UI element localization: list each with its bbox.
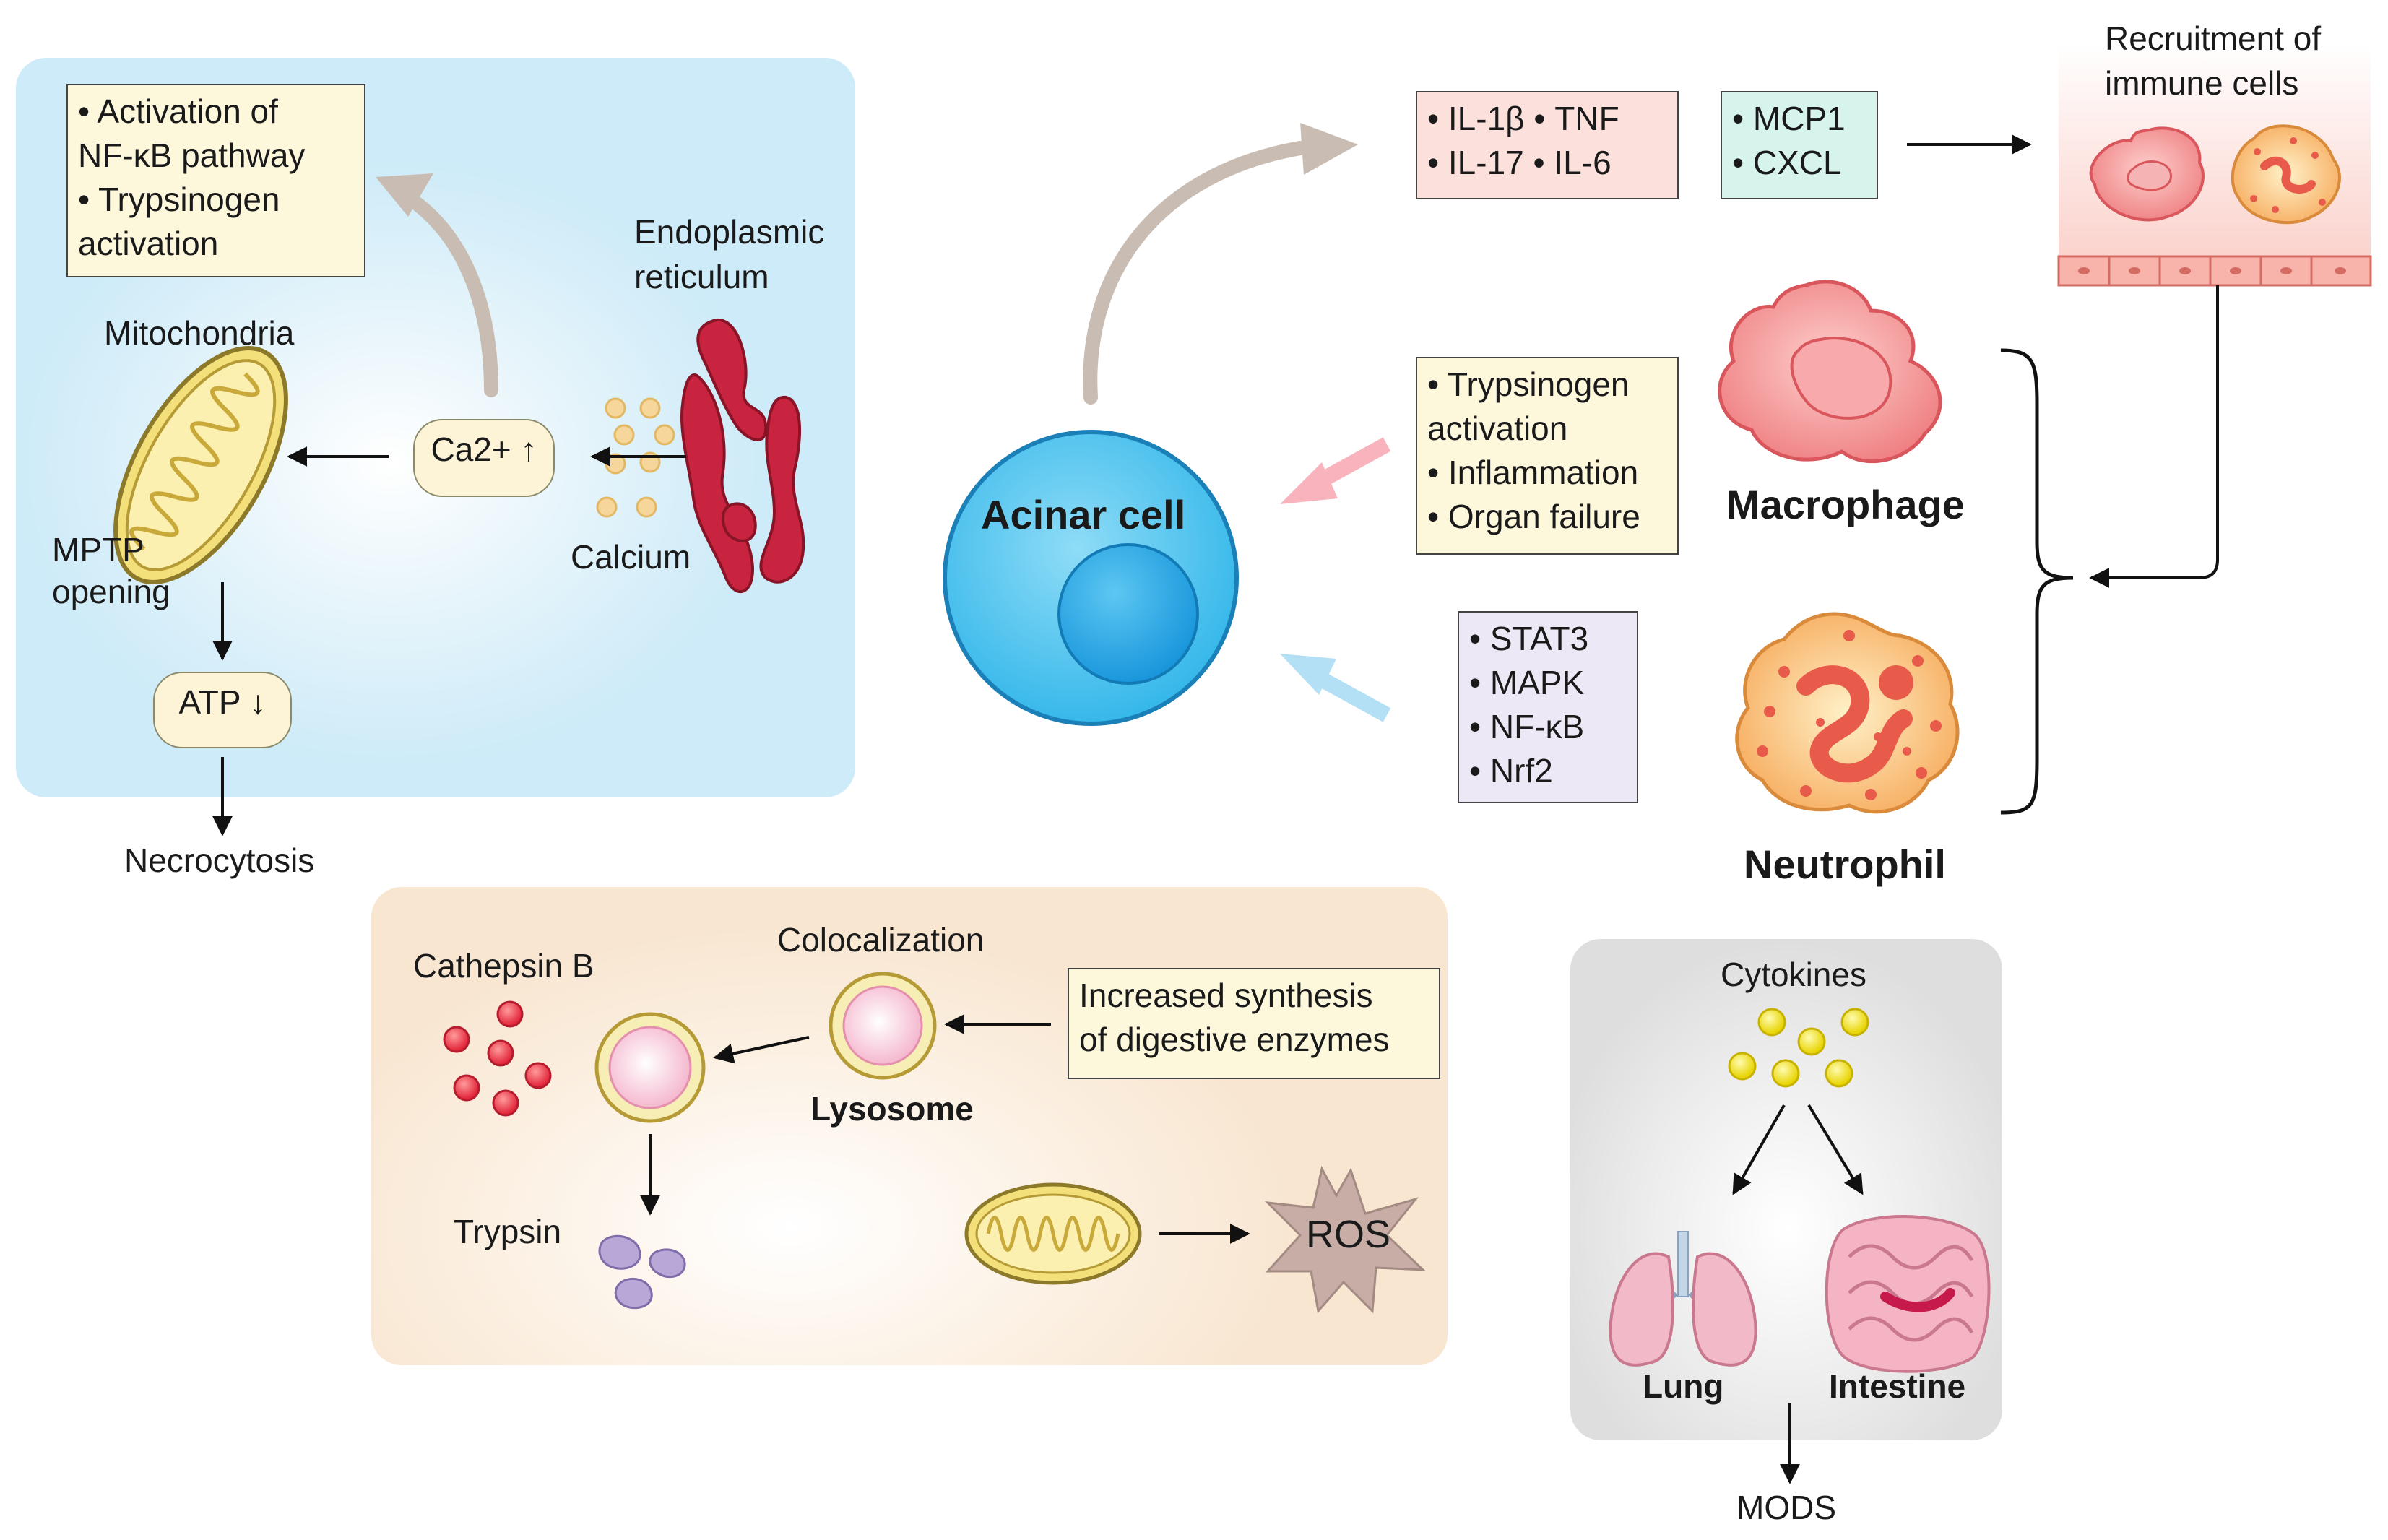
activation-box-line: • Activation of	[78, 92, 278, 130]
mitochondria-small-icon	[964, 1182, 1142, 1285]
ca-to-activation-arrow	[376, 173, 498, 397]
colocalization-label: Colocalization	[777, 921, 985, 959]
chemokine-box: • MCP1 • CXCL	[1721, 91, 1878, 199]
calcium-dots-icon	[596, 397, 675, 518]
lysosome-panel-arrows	[640, 1014, 1250, 1244]
ros-label: ROS	[1306, 1213, 1391, 1256]
macrophage-effect-line: • Inflammation	[1427, 454, 1639, 491]
neutrophil-effect-arrow	[1280, 654, 1391, 722]
er-panel-arrows	[212, 446, 686, 836]
acinar-cell-label: Acinar cell	[981, 492, 1186, 537]
intestine-label: Intestine	[1829, 1367, 1966, 1405]
neutrophil-pathway-box: • STAT3 • MAPK • NF-κB • Nrf2	[1458, 611, 1638, 803]
recruitment-to-brace-arrow	[2089, 285, 2219, 588]
lung-label: Lung	[1643, 1367, 1724, 1405]
cytokine-dots-icon	[1728, 1008, 1869, 1088]
neutrophil-icon	[1735, 612, 1960, 814]
lung-icon	[1609, 1231, 1757, 1367]
recruitment-tissue-icon	[2057, 43, 2372, 287]
cytokine-box-line: • IL-1β • TNF	[1427, 100, 1619, 137]
chemokine-box-line: • CXCL	[1732, 144, 1842, 181]
mods-label: MODS	[1736, 1489, 1836, 1526]
mitochondria-icon	[113, 346, 288, 584]
macrophage-effect-line: activation	[1427, 410, 1568, 447]
acinar-to-cytokines-arrow	[1083, 123, 1358, 405]
calcium-increase-badge: Ca2+ ↑	[413, 419, 555, 497]
chemokine-box-line: • MCP1	[1732, 100, 1846, 137]
cytokine-panel-arrows	[1732, 1104, 1864, 1484]
lysosome-large-icon	[594, 1012, 706, 1123]
nucleus-icon	[1057, 543, 1199, 685]
recruitment-label-line-1: Recruitment of	[2105, 20, 2322, 57]
activation-box-line: NF-κB pathway	[78, 137, 306, 174]
neutrophil-pathway-line: • STAT3	[1469, 620, 1589, 657]
activation-box: • Activation of NF-κB pathway • Trypsino…	[66, 84, 365, 277]
immune-cells-brace	[2000, 348, 2074, 815]
mitochondria-label: Mitochondria	[104, 314, 295, 352]
lysosome-panel	[371, 887, 1448, 1365]
ros-icon	[1264, 1165, 1426, 1314]
macrophage-effect-line: • Organ failure	[1427, 498, 1640, 535]
lysosome-label: Lysosome	[810, 1090, 974, 1128]
calcium-label: Calcium	[571, 538, 691, 576]
enzyme-synthesis-box: Increased synthesis of digestive enzymes	[1068, 968, 1440, 1079]
macrophage-effect-arrow	[1280, 437, 1391, 504]
intestine-icon	[1825, 1215, 1991, 1373]
cathepsin-b-dots-icon	[443, 1000, 552, 1117]
macrophage-label: Macrophage	[1726, 482, 1965, 527]
enzyme-synthesis-line: Increased synthesis	[1079, 977, 1373, 1014]
cytokines-label: Cytokines	[1721, 956, 1866, 993]
cytokine-box-line: • IL-17 • IL-6	[1427, 144, 1612, 181]
macrophage-icon	[1718, 280, 1942, 464]
mptp-label-line-2: opening	[52, 573, 170, 610]
neutrophil-label: Neutrophil	[1744, 842, 1946, 887]
endoplasmic-reticulum-icon	[680, 319, 805, 593]
atp-decrease-badge: ATP ↓	[153, 672, 292, 748]
trypsin-icon	[598, 1234, 686, 1310]
neutrophil-pathway-line: • NF-κB	[1469, 708, 1585, 745]
lysosome-small-icon	[829, 972, 937, 1080]
neutrophil-pathway-line: • Nrf2	[1469, 752, 1553, 790]
necrocytosis-label: Necrocytosis	[124, 842, 315, 879]
er-label-line-2: reticulum	[634, 258, 769, 295]
mptp-label-line-1: MPTP	[52, 531, 144, 568]
activation-box-line: • Trypsinogen	[78, 181, 280, 218]
trypsin-label: Trypsin	[454, 1213, 562, 1250]
cathepsin-b-label: Cathepsin B	[413, 947, 594, 985]
er-label-line-1: Endoplasmic	[634, 213, 825, 251]
activation-box-line: activation	[78, 225, 219, 262]
cytokine-box: • IL-1β • TNF • IL-17 • IL-6	[1416, 91, 1679, 199]
macrophage-effect-line: • Trypsinogen	[1427, 365, 1630, 403]
neutrophil-pathway-line: • MAPK	[1469, 664, 1585, 701]
recruitment-label-line-2: immune cells	[2105, 64, 2299, 102]
macrophage-effect-box: • Trypsinogen activation • Inflammation …	[1416, 357, 1679, 555]
enzyme-synthesis-line: of digestive enzymes	[1079, 1021, 1390, 1058]
